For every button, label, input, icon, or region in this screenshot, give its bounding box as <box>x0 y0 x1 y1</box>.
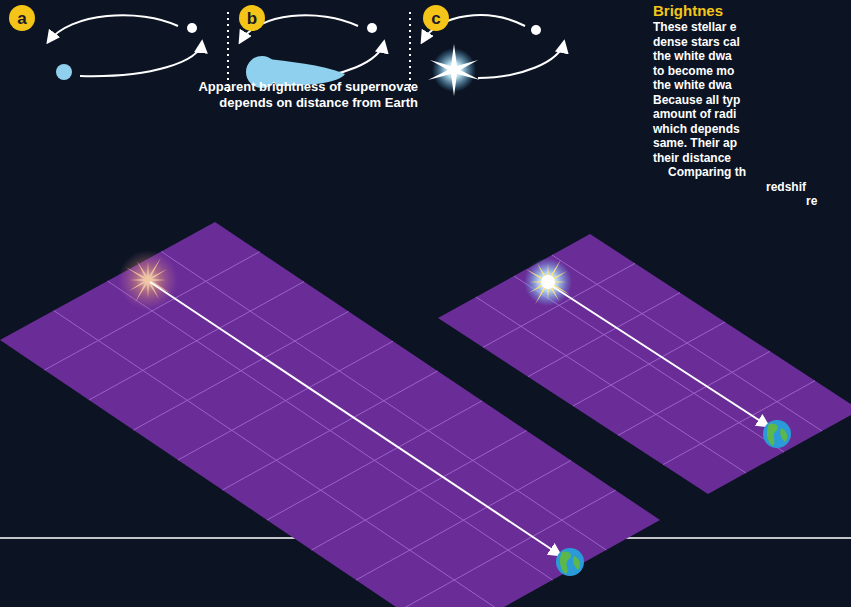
earth <box>556 548 584 576</box>
body-text-line: Comparing th <box>668 165 746 179</box>
panel-letter: a <box>17 10 26 27</box>
panel-badge: b <box>239 5 265 31</box>
space-plane <box>0 222 660 607</box>
panel-badge: c <box>423 5 449 31</box>
body-text-line: Because all typ <box>653 93 740 107</box>
panel-letter: b <box>247 10 257 27</box>
near-supernova <box>524 258 572 306</box>
light-path <box>150 282 560 555</box>
space-plane <box>438 234 851 494</box>
body-text-line: to become mo <box>653 64 734 78</box>
light-path <box>552 286 768 426</box>
body-text-line: the white dwa <box>653 49 732 63</box>
body-text-line: which depends <box>653 122 740 136</box>
body-text-line: These stellar e <box>653 20 736 34</box>
distant-supernova <box>118 250 178 310</box>
panel-badge: a <box>9 5 35 31</box>
body-text-line: dense stars cal <box>653 35 740 49</box>
body-text-line: re <box>806 194 817 208</box>
body-text-line: same. Their ap <box>653 136 737 150</box>
body-text-line: redshif <box>766 180 806 194</box>
binary-orbit-a <box>48 15 202 80</box>
earth <box>763 420 791 448</box>
body-text-line: their distance <box>653 151 731 165</box>
heading: Brightnes <box>653 2 723 19</box>
panel-letter: c <box>431 10 440 27</box>
body-text-line: the white dwa <box>653 78 732 92</box>
body-text-line: amount of radi <box>653 107 736 121</box>
caption-note: Apparent brightness of supernovae depend… <box>188 79 418 111</box>
